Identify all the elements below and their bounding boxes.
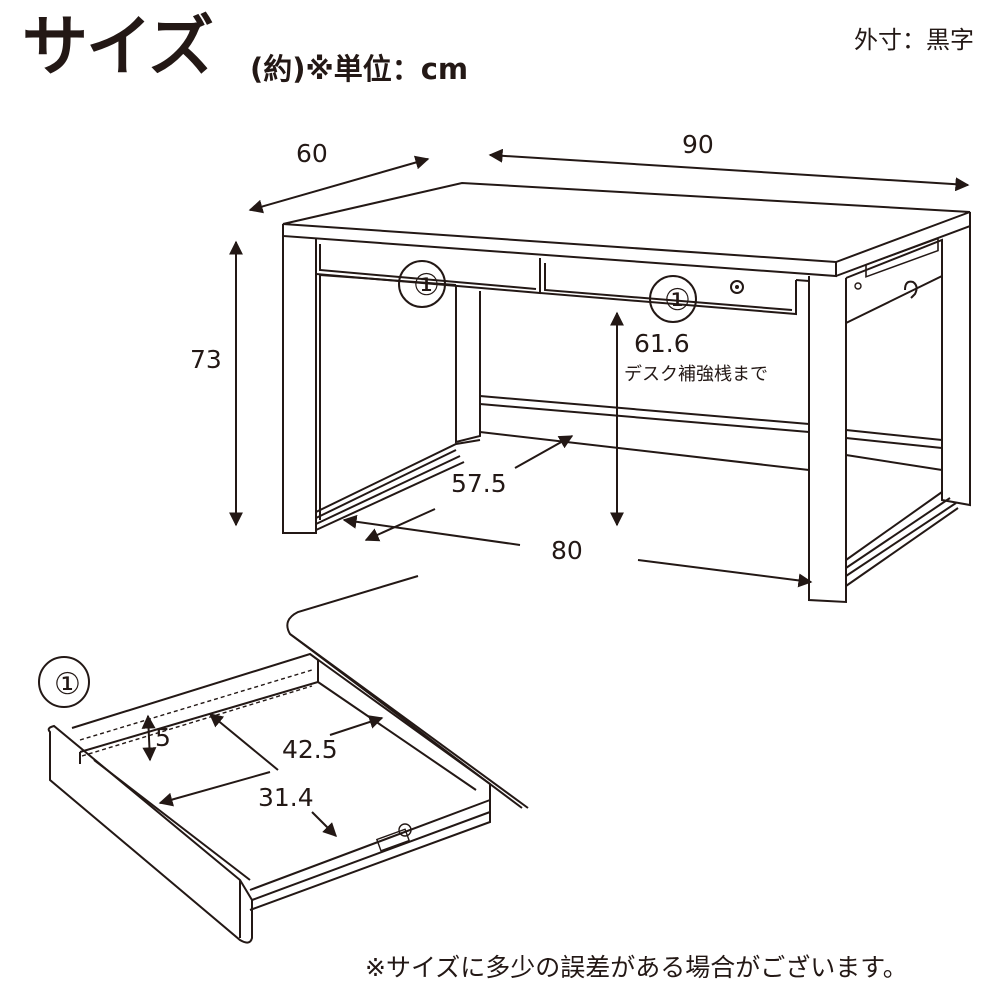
inner-depth-label: 57.5 — [451, 469, 507, 498]
inner-depth-arrow-a — [364, 508, 436, 542]
drawer-marker-left: ① — [398, 260, 446, 308]
inner-width-arrow-a — [342, 514, 521, 546]
svg-text:①: ① — [664, 283, 691, 318]
disclaimer-note: ※サイズに多少の誤差がある場合がございます。 — [365, 953, 908, 982]
unit-note: (約)※単位：cm — [250, 52, 469, 86]
drawer-dimension-lines — [141, 713, 384, 837]
drawer-depth-arrow-b — [311, 811, 337, 837]
drawer-height-arrow — [141, 714, 157, 762]
drawer-width-label: 42.5 — [282, 735, 338, 764]
drawer-illustration — [47, 575, 529, 944]
width-arrow — [488, 148, 970, 192]
desk-illustration — [282, 181, 971, 604]
dimension-lines — [229, 148, 970, 588]
svg-text:①: ① — [413, 268, 440, 303]
drawer-depth-label: 31.4 — [258, 783, 314, 812]
drawer-width-arrow-a — [329, 715, 384, 736]
drawer-width-arrow-b — [158, 771, 271, 807]
depth-label: 60 — [296, 139, 328, 168]
inner-width-label: 80 — [551, 536, 583, 565]
page-title: サイズ — [22, 8, 214, 85]
drawer-depth-arrow-a — [208, 713, 279, 771]
depth-arrow — [248, 155, 430, 214]
width-label: 90 — [682, 130, 714, 159]
brace-height-label: 61.6 — [634, 329, 690, 358]
brace-note-label: デスク補強桟まで — [624, 364, 768, 385]
height-label: 73 — [190, 345, 222, 374]
outer-size-note: 外寸：黒字 — [854, 26, 974, 54]
drawer-marker-right: ① — [649, 275, 697, 323]
svg-text:①: ① — [54, 667, 81, 702]
drawer-height-label: 5 — [155, 723, 171, 752]
inner-depth-arrow-b — [514, 435, 574, 469]
inner-width-arrow-b — [637, 559, 813, 588]
drawer-detail-marker: ① — [38, 656, 90, 708]
